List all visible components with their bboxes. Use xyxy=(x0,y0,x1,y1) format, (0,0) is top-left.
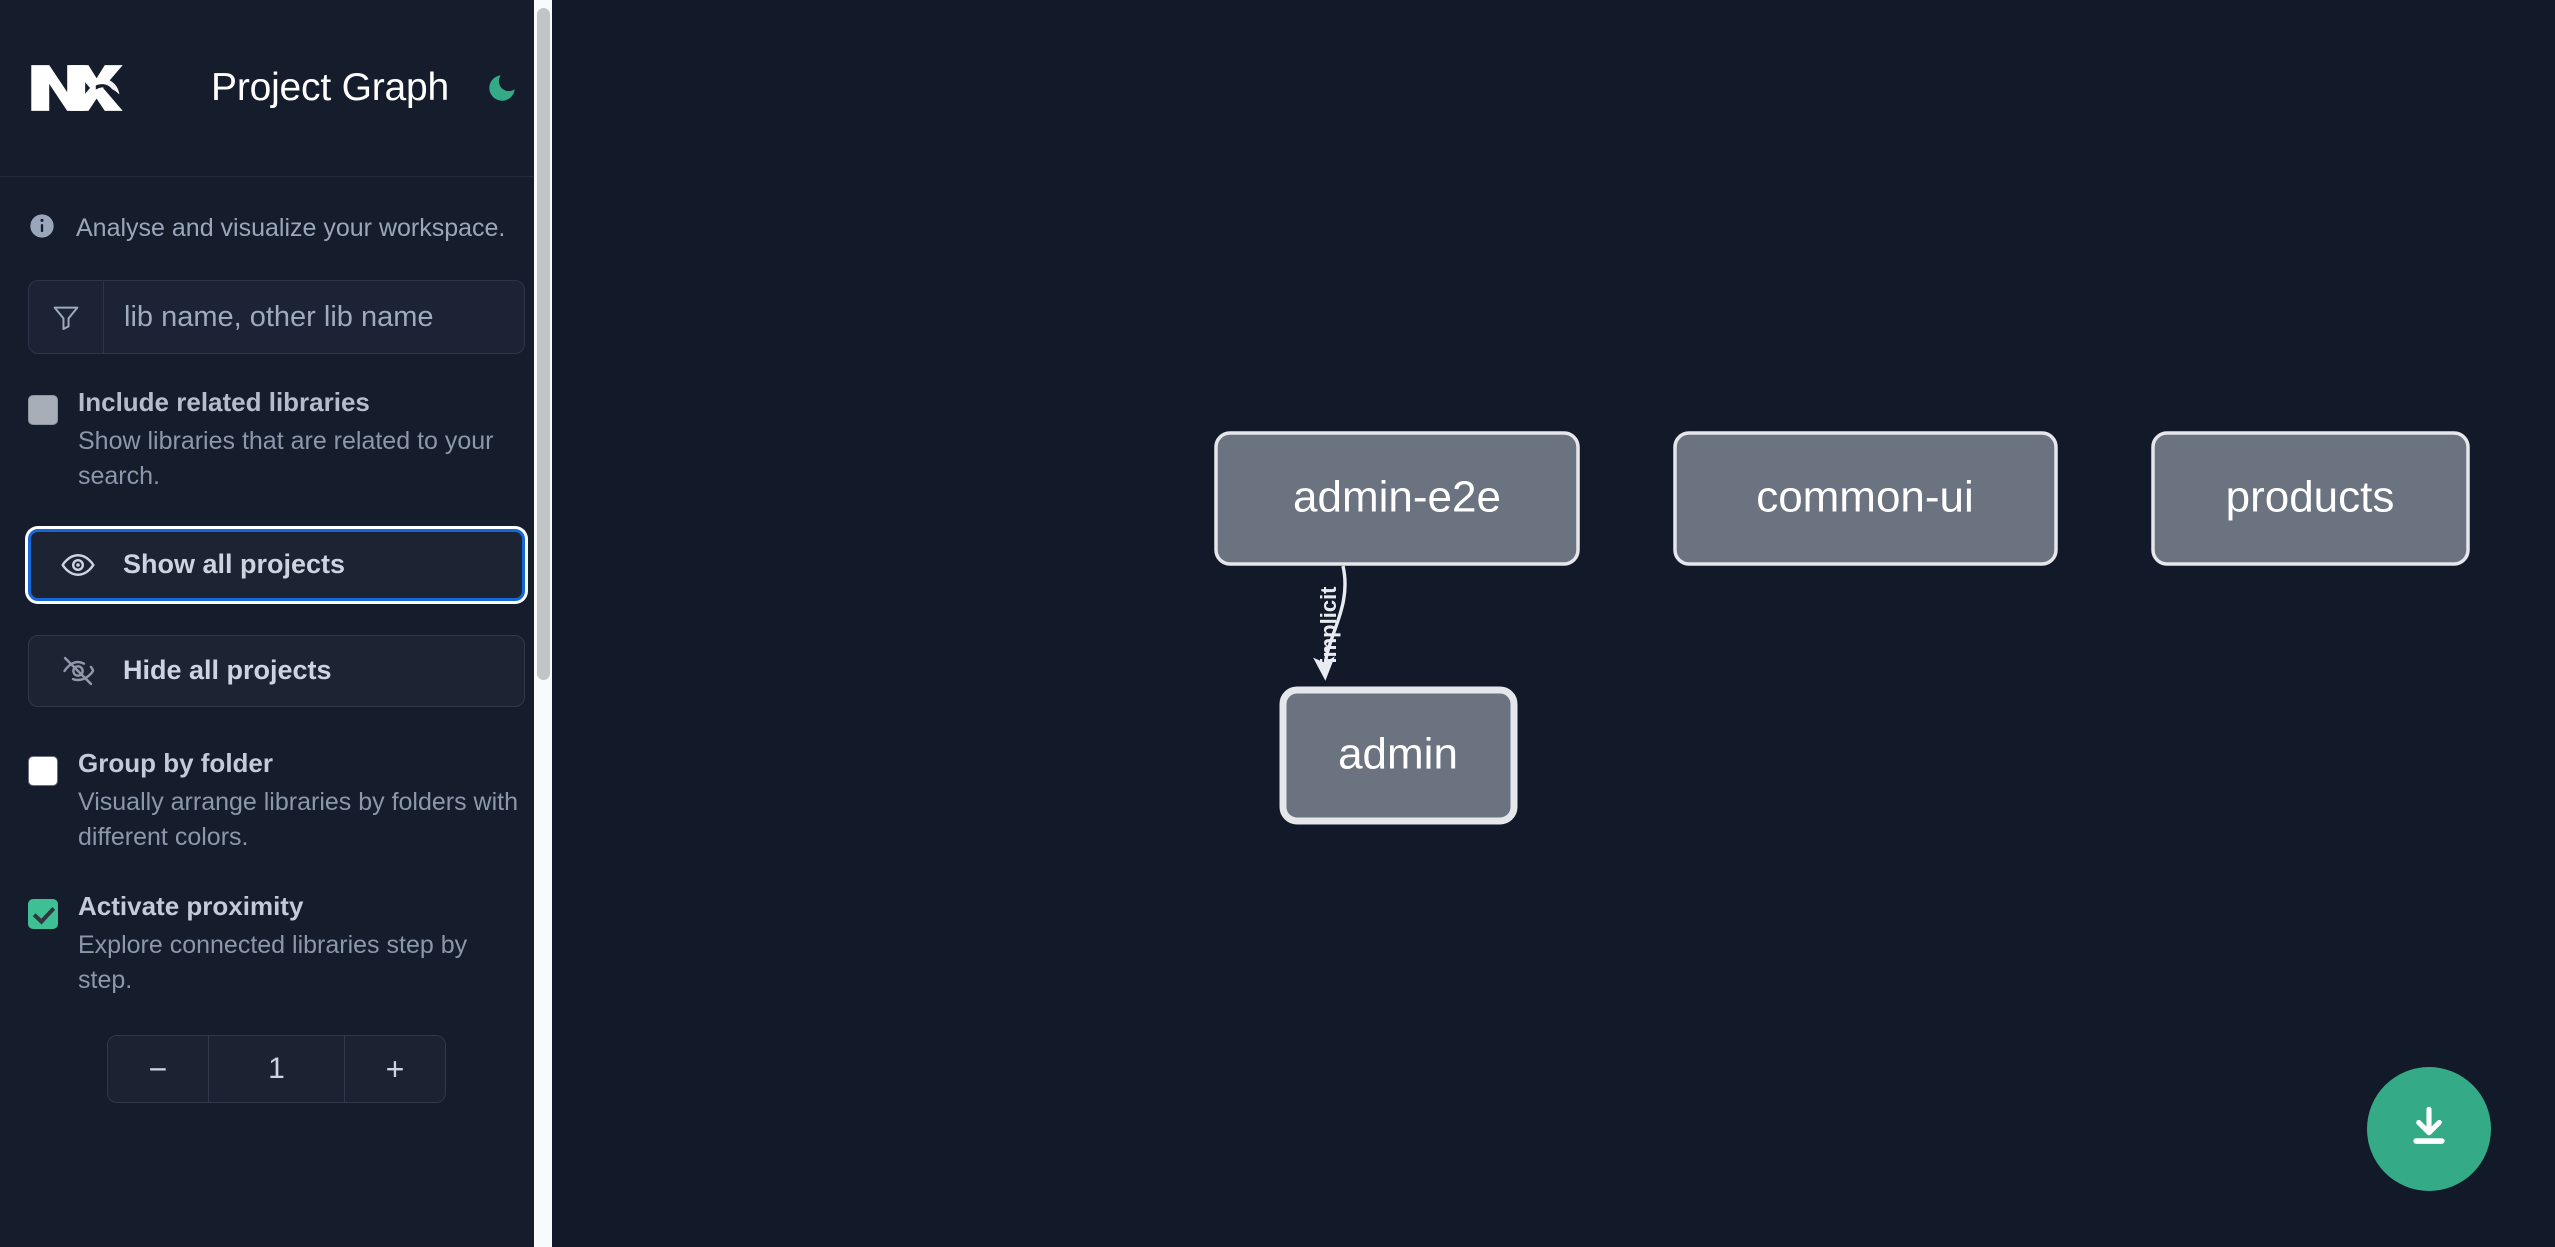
stepper-divider-left xyxy=(208,1035,209,1102)
sidebar-scrollbar-thumb[interactable] xyxy=(537,8,550,680)
graph-node-admin-e2e[interactable]: admin-e2e xyxy=(1214,431,1580,566)
hide-all-projects-button[interactable]: Hide all projects xyxy=(28,634,525,707)
hide-all-projects-label: Hide all projects xyxy=(123,655,332,686)
filter-input-wrapper[interactable] xyxy=(28,280,525,354)
include-related-libraries-description: Show libraries that are related to your … xyxy=(78,426,494,491)
group-by-folder-label: Group by folder xyxy=(78,747,273,778)
edge-label-implicit-admin: implicit xyxy=(1316,586,1341,664)
sidebar-body: Include related libraries Show libraries… xyxy=(0,280,553,1103)
workspace-subtitle-row: Analyse and visualize your workspace. xyxy=(0,177,553,280)
search-input[interactable] xyxy=(104,281,524,353)
graph-node-label-products: products xyxy=(2226,473,2395,522)
sidebar-divider xyxy=(552,0,553,1247)
download-icon xyxy=(2401,1100,2457,1159)
show-all-projects-label: Show all projects xyxy=(123,549,346,580)
sidebar-scrollbar[interactable] xyxy=(534,0,553,1247)
graph-node-label-admin-e2e: admin-e2e xyxy=(1293,473,1501,522)
include-related-libraries-label: Include related libraries xyxy=(78,387,370,417)
download-graph-button[interactable] xyxy=(2367,1067,2491,1191)
nx-logo-icon xyxy=(28,55,126,121)
proximity-stepper[interactable]: − 1 + xyxy=(107,1034,446,1103)
proximity-stepper-wrapper: − 1 + xyxy=(28,1034,525,1103)
activate-proximity-description: Explore connected libraries step by step… xyxy=(78,930,468,995)
workspace-subtitle: Analyse and visualize your workspace. xyxy=(76,214,506,242)
page-title: Project Graph xyxy=(211,66,450,109)
eye-icon xyxy=(59,546,97,584)
graph-node-label-common-ui: common-ui xyxy=(1756,473,1974,522)
option-include-related-libraries[interactable]: Include related libraries Show libraries… xyxy=(28,387,525,495)
graph-node-common-ui[interactable]: common-ui xyxy=(1673,431,2058,566)
graph-node-products[interactable]: products xyxy=(2151,431,2470,566)
activate-proximity-label: Activate proximity xyxy=(78,890,304,921)
include-related-libraries-checkbox xyxy=(28,395,58,425)
graph-node-admin[interactable]: admin xyxy=(1279,686,1518,825)
proximity-decrement-button[interactable]: − xyxy=(108,1035,208,1102)
sidebar: Project Graph Analyse and visualize your… xyxy=(0,0,553,1247)
funnel-icon xyxy=(29,281,104,353)
proximity-value: 1 xyxy=(209,1035,344,1102)
show-all-projects-button[interactable]: Show all projects xyxy=(28,528,525,601)
eye-off-icon xyxy=(59,652,97,690)
activate-proximity-checkbox[interactable] xyxy=(28,898,58,929)
stepper-divider-right xyxy=(344,1035,345,1102)
proximity-increment-button[interactable]: + xyxy=(345,1035,445,1102)
graph-edge-admin-e2e-to-admin[interactable]: implicit xyxy=(1313,565,1347,681)
moon-icon[interactable] xyxy=(481,67,523,109)
graph-svg: implicit implicit admin-e2e common-ui pr… xyxy=(1214,431,2470,825)
project-graph-canvas[interactable]: implicit implicit admin-e2e common-ui pr… xyxy=(553,0,2555,1247)
sidebar-header: Project Graph xyxy=(0,0,553,177)
group-by-folder-description: Visually arrange libraries by folders wi… xyxy=(78,787,519,852)
info-icon xyxy=(28,212,76,245)
option-activate-proximity[interactable]: Activate proximity Explore connected lib… xyxy=(28,890,525,999)
group-by-folder-checkbox[interactable] xyxy=(28,755,58,786)
option-group-by-folder[interactable]: Group by folder Visually arrange librari… xyxy=(28,747,525,856)
graph-node-label-admin: admin xyxy=(1338,730,1458,779)
